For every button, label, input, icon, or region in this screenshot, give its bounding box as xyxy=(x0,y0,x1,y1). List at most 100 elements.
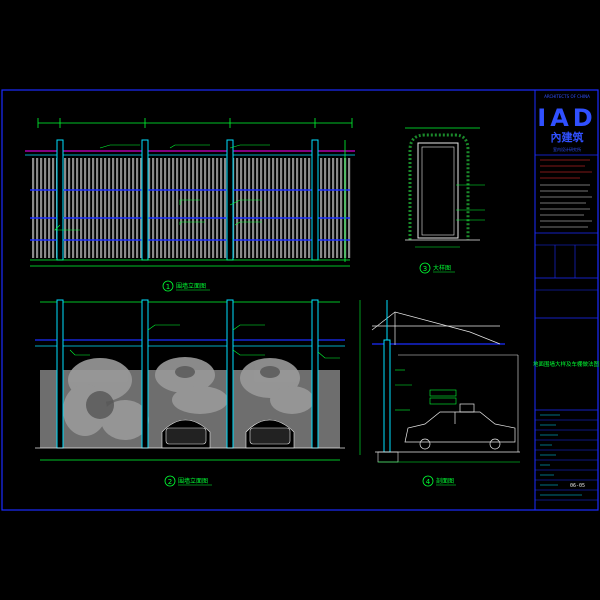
fence-picket xyxy=(340,158,343,258)
fence-picket xyxy=(244,158,247,258)
view-1-number: 1 xyxy=(166,283,170,291)
view-2-wall-elevation: 2 围墙立面图 xyxy=(35,299,345,487)
view-2-marker xyxy=(164,475,176,487)
fence-picket xyxy=(92,158,95,258)
fence-picket xyxy=(280,158,283,258)
fence-picket xyxy=(248,158,251,258)
fence-picket xyxy=(304,158,307,258)
fence-picket xyxy=(32,158,35,258)
fence-picket xyxy=(184,158,187,258)
project-title: 地面围墙大样及车棚做法图 xyxy=(533,360,600,368)
fence-picket xyxy=(252,158,255,258)
fence-picket xyxy=(208,158,211,258)
fence-picket xyxy=(276,158,279,258)
fence-picket xyxy=(176,158,179,258)
fence-picket xyxy=(140,158,143,258)
fence-picket xyxy=(96,158,99,258)
view-4-label: 剖面图 xyxy=(436,477,454,485)
shrub-texture xyxy=(63,357,314,440)
fence-picket xyxy=(48,158,51,258)
fence-picket xyxy=(156,158,159,258)
fence-picket xyxy=(256,158,259,258)
fence-picket xyxy=(148,158,151,258)
view-3-detail: 3 大样图 xyxy=(405,127,485,274)
fence-picket xyxy=(132,158,135,258)
fence-picket xyxy=(172,158,175,258)
fence-picket xyxy=(324,158,327,258)
fence-picket xyxy=(68,158,71,258)
fence-picket xyxy=(224,158,227,258)
sheet-border xyxy=(1,89,599,511)
fence-picket xyxy=(292,158,295,258)
fence-picket xyxy=(192,158,195,258)
fence-picket xyxy=(52,158,55,258)
fence-picket xyxy=(40,158,43,258)
fence-picket xyxy=(264,158,267,258)
logo-cn: 內建筑 xyxy=(551,130,584,144)
fence-picket xyxy=(204,158,207,258)
fence-picket xyxy=(112,158,115,258)
fence-picket xyxy=(136,158,139,258)
view-4-number: 4 xyxy=(426,478,431,486)
fence-picket xyxy=(236,158,239,258)
fence-picket xyxy=(212,158,215,258)
fence-picket xyxy=(240,158,243,258)
fence-picket xyxy=(284,158,287,258)
fence-picket xyxy=(152,158,155,258)
car-icon xyxy=(404,403,516,450)
fence-picket xyxy=(216,158,219,258)
fence-picket xyxy=(320,158,323,258)
sub-line: 室内设计研究所 xyxy=(553,146,581,152)
fence-picket xyxy=(36,158,39,258)
fence-picket xyxy=(220,158,223,258)
fence-picket xyxy=(44,158,47,258)
view-2-number: 2 xyxy=(168,478,172,486)
fence-picket xyxy=(64,158,67,258)
fence-picket xyxy=(116,158,119,258)
view-4-carport-section: 4 剖面图 xyxy=(359,300,520,487)
fence-pickets xyxy=(32,158,351,258)
fence-picket xyxy=(268,158,271,258)
fence-picket xyxy=(88,158,91,258)
fence-picket xyxy=(180,158,183,258)
car-icon xyxy=(165,427,291,445)
fence-picket xyxy=(72,158,75,258)
sheet-date: 06-05 xyxy=(570,483,585,489)
fence-picket xyxy=(160,158,163,258)
fence-picket xyxy=(332,158,335,258)
title-block: ARCHITECTS OF CHINA IAD 內建筑 室内设计研究所 xyxy=(533,94,600,501)
view-3-label: 大样图 xyxy=(433,264,451,272)
fence-picket xyxy=(120,158,123,258)
fence-picket xyxy=(188,158,191,258)
fence-picket xyxy=(272,158,275,258)
fence-picket xyxy=(168,158,171,258)
view-4-marker xyxy=(422,475,434,487)
view-3-marker xyxy=(419,262,431,274)
fence-picket xyxy=(76,158,79,258)
view-3-number: 3 xyxy=(423,265,427,273)
fence-picket xyxy=(108,158,111,258)
view-1-fence-elevation: 1 围墙立面图 xyxy=(25,118,355,292)
view-2-label: 围墙立面图 xyxy=(178,477,208,485)
fence-picket xyxy=(124,158,127,258)
fence-picket xyxy=(288,158,291,258)
fence-picket xyxy=(104,158,107,258)
company-line: ARCHITECTS OF CHINA xyxy=(544,94,590,99)
fence-picket xyxy=(260,158,263,258)
fence-picket xyxy=(196,158,199,258)
fence-picket xyxy=(336,158,339,258)
fence-picket xyxy=(328,158,331,258)
fence-picket xyxy=(300,158,303,258)
fence-picket xyxy=(164,158,167,258)
view-1-label: 围墙立面图 xyxy=(176,282,206,290)
logo-iad: IAD xyxy=(537,104,596,132)
fence-picket xyxy=(128,158,131,258)
view-1-marker xyxy=(162,280,174,292)
fence-picket xyxy=(80,158,83,258)
fence-picket xyxy=(308,158,311,258)
fence-picket xyxy=(348,158,351,258)
fence-picket xyxy=(200,158,203,258)
fence-picket xyxy=(84,158,87,258)
fence-picket xyxy=(296,158,299,258)
